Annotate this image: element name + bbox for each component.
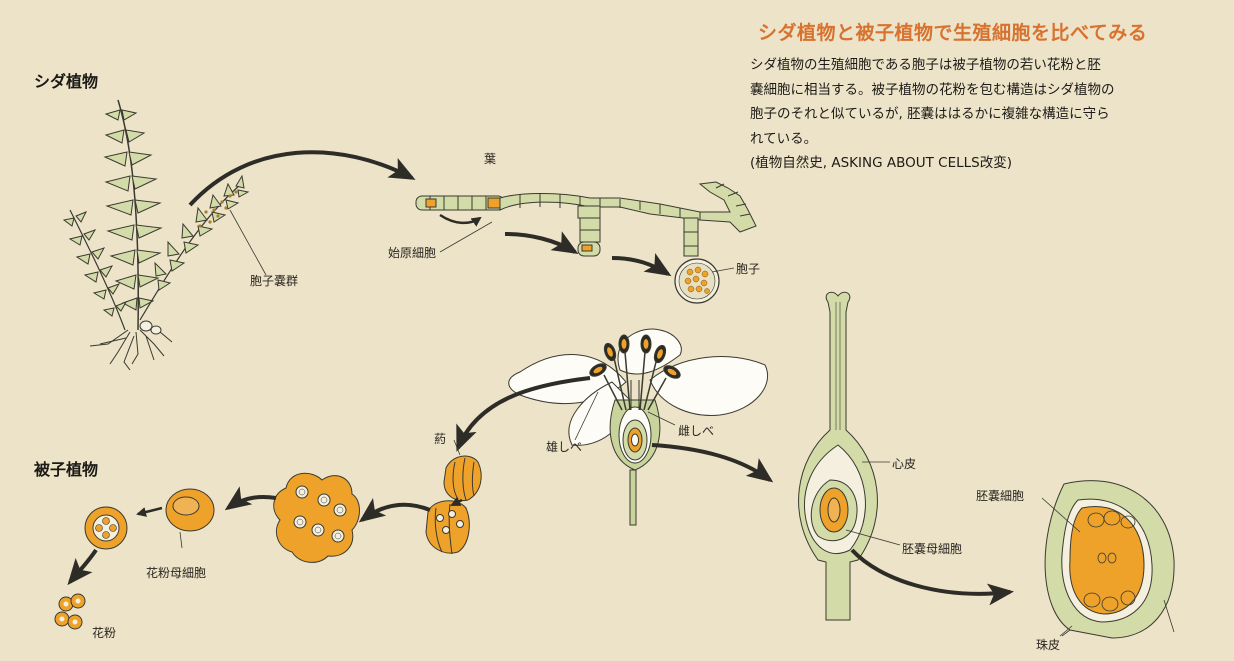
description-line: れている。 (750, 127, 1226, 152)
pistil-detail (799, 292, 878, 620)
ovule (1045, 481, 1174, 638)
arrow-anther-to-cluster (362, 505, 430, 520)
sori-label: 胞子嚢群 (250, 272, 298, 289)
fern-plant (64, 100, 266, 370)
arrow-to-spore (612, 258, 668, 274)
arrow-to-sporangium (505, 234, 575, 252)
description-line: 嚢細胞に相当する。被子植物の花粉を包む構造はシダ植物の (750, 78, 1226, 103)
description-line: 胞子のそれと似ているが, 胚嚢ははるかに複雑な構造に守ら (750, 102, 1226, 127)
anther-label: 葯 (434, 430, 446, 447)
sporangium (675, 259, 734, 303)
description: シダ植物の生殖細胞である胞子は被子植物の若い花粉と胚 嚢細胞に相当する。被子植物… (750, 53, 1226, 176)
pollen-sac-cluster (274, 473, 360, 562)
description-source: (植物自然史, ASKING ABOUT CELLS改変) (750, 151, 1226, 176)
angiosperm-section-label: 被子植物 (34, 456, 98, 480)
spore-label: 胞子 (736, 260, 760, 277)
arrow-mother-to-tetrad (138, 508, 162, 514)
arrow-fern-to-leaf (190, 152, 412, 205)
diagram-title: シダ植物と被子植物で生殖細胞を比べてみる (758, 18, 1147, 45)
initial-cell-label: 始原細胞 (388, 244, 436, 261)
arrow-cluster-to-mother-cell (228, 497, 276, 508)
anther-section (426, 501, 469, 554)
leaf-filament (416, 182, 756, 256)
pollen-mother-cell (166, 489, 214, 531)
fern-section-label: シダ植物 (34, 68, 98, 92)
flower (509, 329, 768, 525)
pistil-label: 雌しべ (678, 422, 714, 439)
pollen-grains (55, 594, 85, 629)
pollen-mother-cell-label: 花粉母細胞 (146, 564, 206, 581)
arrow-tetrad-to-pollen (70, 550, 96, 582)
carpel-label: 心皮 (892, 455, 916, 472)
anther-whole (444, 456, 481, 501)
leaf-label: 葉 (484, 150, 496, 167)
description-line: シダ植物の生殖細胞である胞子は被子植物の若い花粉と胚 (750, 53, 1226, 78)
pollen-tetrad (85, 507, 127, 549)
arrow-initial-to-growth (440, 215, 480, 223)
stamen-label: 雄しべ (546, 438, 582, 455)
pollen-label: 花粉 (92, 624, 116, 641)
integument-label: 珠皮 (1036, 636, 1060, 653)
embryo-sac-mother-cell-label: 胚嚢母細胞 (902, 540, 962, 557)
embryo-sac-label: 胚嚢細胞 (976, 487, 1024, 504)
arrow-pistil-to-carpel (652, 445, 770, 480)
